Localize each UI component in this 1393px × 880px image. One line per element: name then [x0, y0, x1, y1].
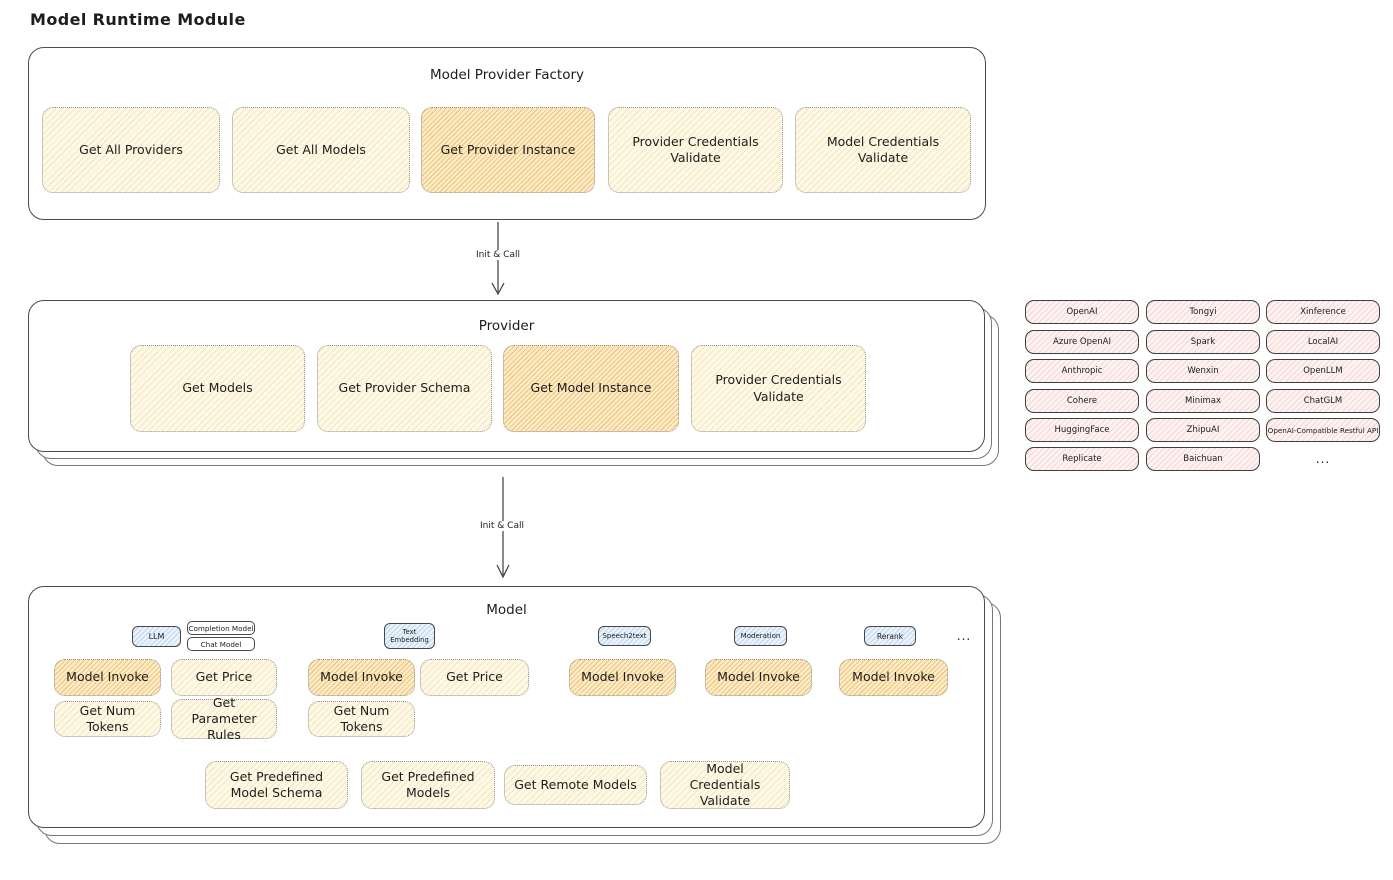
model-btn-get-remote-models: Get Remote Models: [504, 765, 647, 805]
factory-title: Model Provider Factory: [429, 67, 584, 83]
arrow-label-init-call-1: Init & Call: [466, 250, 530, 260]
provider-pill-openllm: OpenLLM: [1266, 359, 1380, 383]
tag-speech2text: Speech2text: [598, 626, 651, 646]
tag-llm: LLM: [132, 626, 181, 647]
provider-box: Provider Get Models Get Provider Schema …: [28, 300, 999, 466]
tag-chat-model: Chat Model: [187, 637, 255, 651]
model-box: Model LLM Completion Model Chat Model Te…: [28, 586, 1001, 844]
provider-btn-get-model-instance: Get Model Instance: [503, 345, 679, 432]
factory-btn-model-credentials-validate: Model Credentials Validate: [795, 107, 971, 193]
tag-completion-model: Completion Model: [187, 621, 255, 635]
tag-moderation: Moderation: [734, 626, 787, 646]
provider-pill-xinference: Xinference: [1266, 300, 1380, 324]
embedding-btn-get-num-tokens: Get Num Tokens: [308, 701, 415, 737]
provider-pill-replicate: Replicate: [1025, 447, 1139, 471]
model-provider-factory-box: Model Provider Factory Get All Providers…: [28, 47, 986, 220]
factory-btn-get-all-providers: Get All Providers: [42, 107, 220, 193]
factory-btn-get-all-models: Get All Models: [232, 107, 410, 193]
provider-pill-spark: Spark: [1146, 330, 1260, 354]
provider-pill-azure-openai: Azure OpenAI: [1025, 330, 1139, 354]
provider-title: Provider: [478, 318, 535, 334]
provider-pill-wenxin: Wenxin: [1146, 359, 1260, 383]
model-btn-get-predefined-model-schema: Get Predefined Model Schema: [205, 761, 348, 809]
provider-pill-anthropic: Anthropic: [1025, 359, 1139, 383]
embedding-btn-model-invoke: Model Invoke: [308, 659, 415, 696]
provider-pill-openai: OpenAI: [1025, 300, 1139, 324]
providers-more-ellipsis: ...: [1315, 452, 1331, 466]
model-title: Model: [486, 602, 527, 618]
llm-btn-get-num-tokens: Get Num Tokens: [54, 701, 161, 737]
factory-btn-provider-credentials-validate: Provider Credentials Validate: [608, 107, 783, 193]
provider-pill-minimax: Minimax: [1146, 389, 1260, 413]
page-title: Model Runtime Module: [30, 10, 246, 29]
embedding-btn-get-price: Get Price: [420, 659, 529, 696]
provider-btn-get-models: Get Models: [130, 345, 305, 432]
moderation-btn-model-invoke: Model Invoke: [705, 659, 812, 696]
provider-pill-tongyi: Tongyi: [1146, 300, 1260, 324]
speech2text-btn-model-invoke: Model Invoke: [569, 659, 676, 696]
rerank-btn-model-invoke: Model Invoke: [839, 659, 948, 696]
provider-pill-localai: LocalAI: [1266, 330, 1380, 354]
provider-pill-huggingface: HuggingFace: [1025, 418, 1139, 442]
model-btn-model-credentials-validate: Model Credentials Validate: [660, 761, 790, 809]
provider-btn-get-provider-schema: Get Provider Schema: [317, 345, 492, 432]
llm-btn-get-parameter-rules: Get Parameter Rules: [171, 695, 277, 742]
provider-pill-cohere: Cohere: [1025, 389, 1139, 413]
tag-rerank: Rerank: [864, 626, 916, 646]
factory-btn-get-provider-instance: Get Provider Instance: [421, 107, 595, 193]
provider-pill-chatglm: ChatGLM: [1266, 389, 1380, 413]
provider-pill-baichuan: Baichuan: [1146, 447, 1260, 471]
arrow-label-init-call-2: Init & Call: [469, 521, 535, 531]
model-tags-more-ellipsis: ...: [956, 629, 972, 643]
model-btn-get-predefined-models: Get Predefined Models: [361, 761, 495, 809]
provider-pill-openai-compatible: OpenAI-Compatible Restful API: [1266, 418, 1380, 442]
provider-btn-provider-credentials-validate: Provider Credentials Validate: [691, 345, 866, 432]
providers-grid: OpenAI Azure OpenAI Anthropic Cohere Hug…: [1025, 300, 1381, 472]
tag-text-embedding: Text Embedding: [384, 623, 435, 649]
llm-btn-get-price: Get Price: [171, 659, 277, 696]
down-arrow-icon: [491, 222, 505, 296]
provider-pill-zhipuai: ZhipuAI: [1146, 418, 1260, 442]
llm-btn-model-invoke: Model Invoke: [54, 659, 161, 696]
